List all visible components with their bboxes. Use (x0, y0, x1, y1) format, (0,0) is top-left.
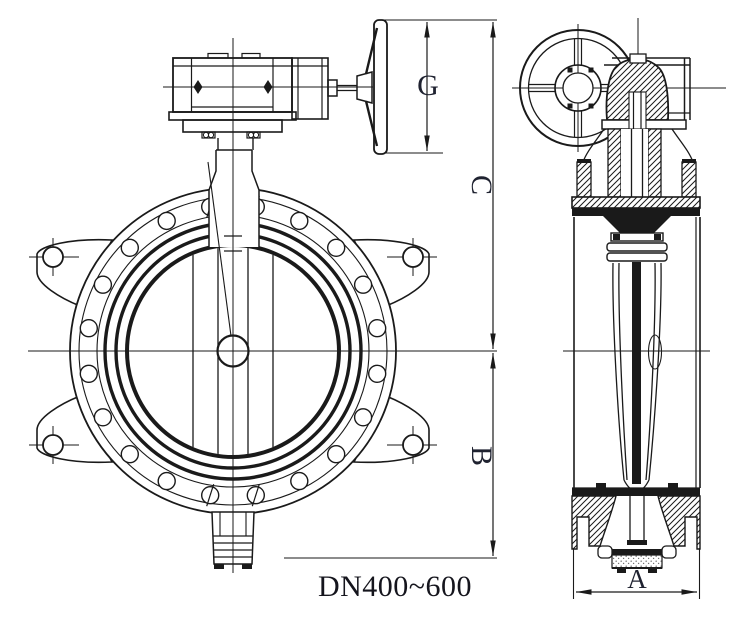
dimension-label-g: G (417, 69, 439, 102)
front-view (28, 19, 497, 573)
neck-outline (208, 149, 260, 247)
body-barrel (563, 217, 710, 488)
dimension-label-a: A (627, 564, 647, 594)
dimension-lines (284, 19, 701, 599)
stem-top-cap (629, 53, 647, 64)
handwheel-rim-edge (373, 19, 388, 155)
size-range-caption: DN400~600 (317, 570, 473, 603)
neck-mask (209, 150, 259, 247)
side-view (512, 18, 726, 573)
bonnet-side (576, 128, 697, 198)
disc-section (612, 262, 663, 492)
packing-gland (606, 232, 668, 262)
dimension-label-c: C (465, 174, 498, 195)
front-centerlines (28, 38, 497, 573)
bolt-holes (79, 195, 387, 507)
lug-holes (29, 238, 437, 464)
top-flange-section (571, 196, 701, 233)
dimension-label-b: B (465, 445, 498, 466)
disc-tilt-line (207, 161, 234, 352)
bottom-flange-section (571, 483, 701, 573)
